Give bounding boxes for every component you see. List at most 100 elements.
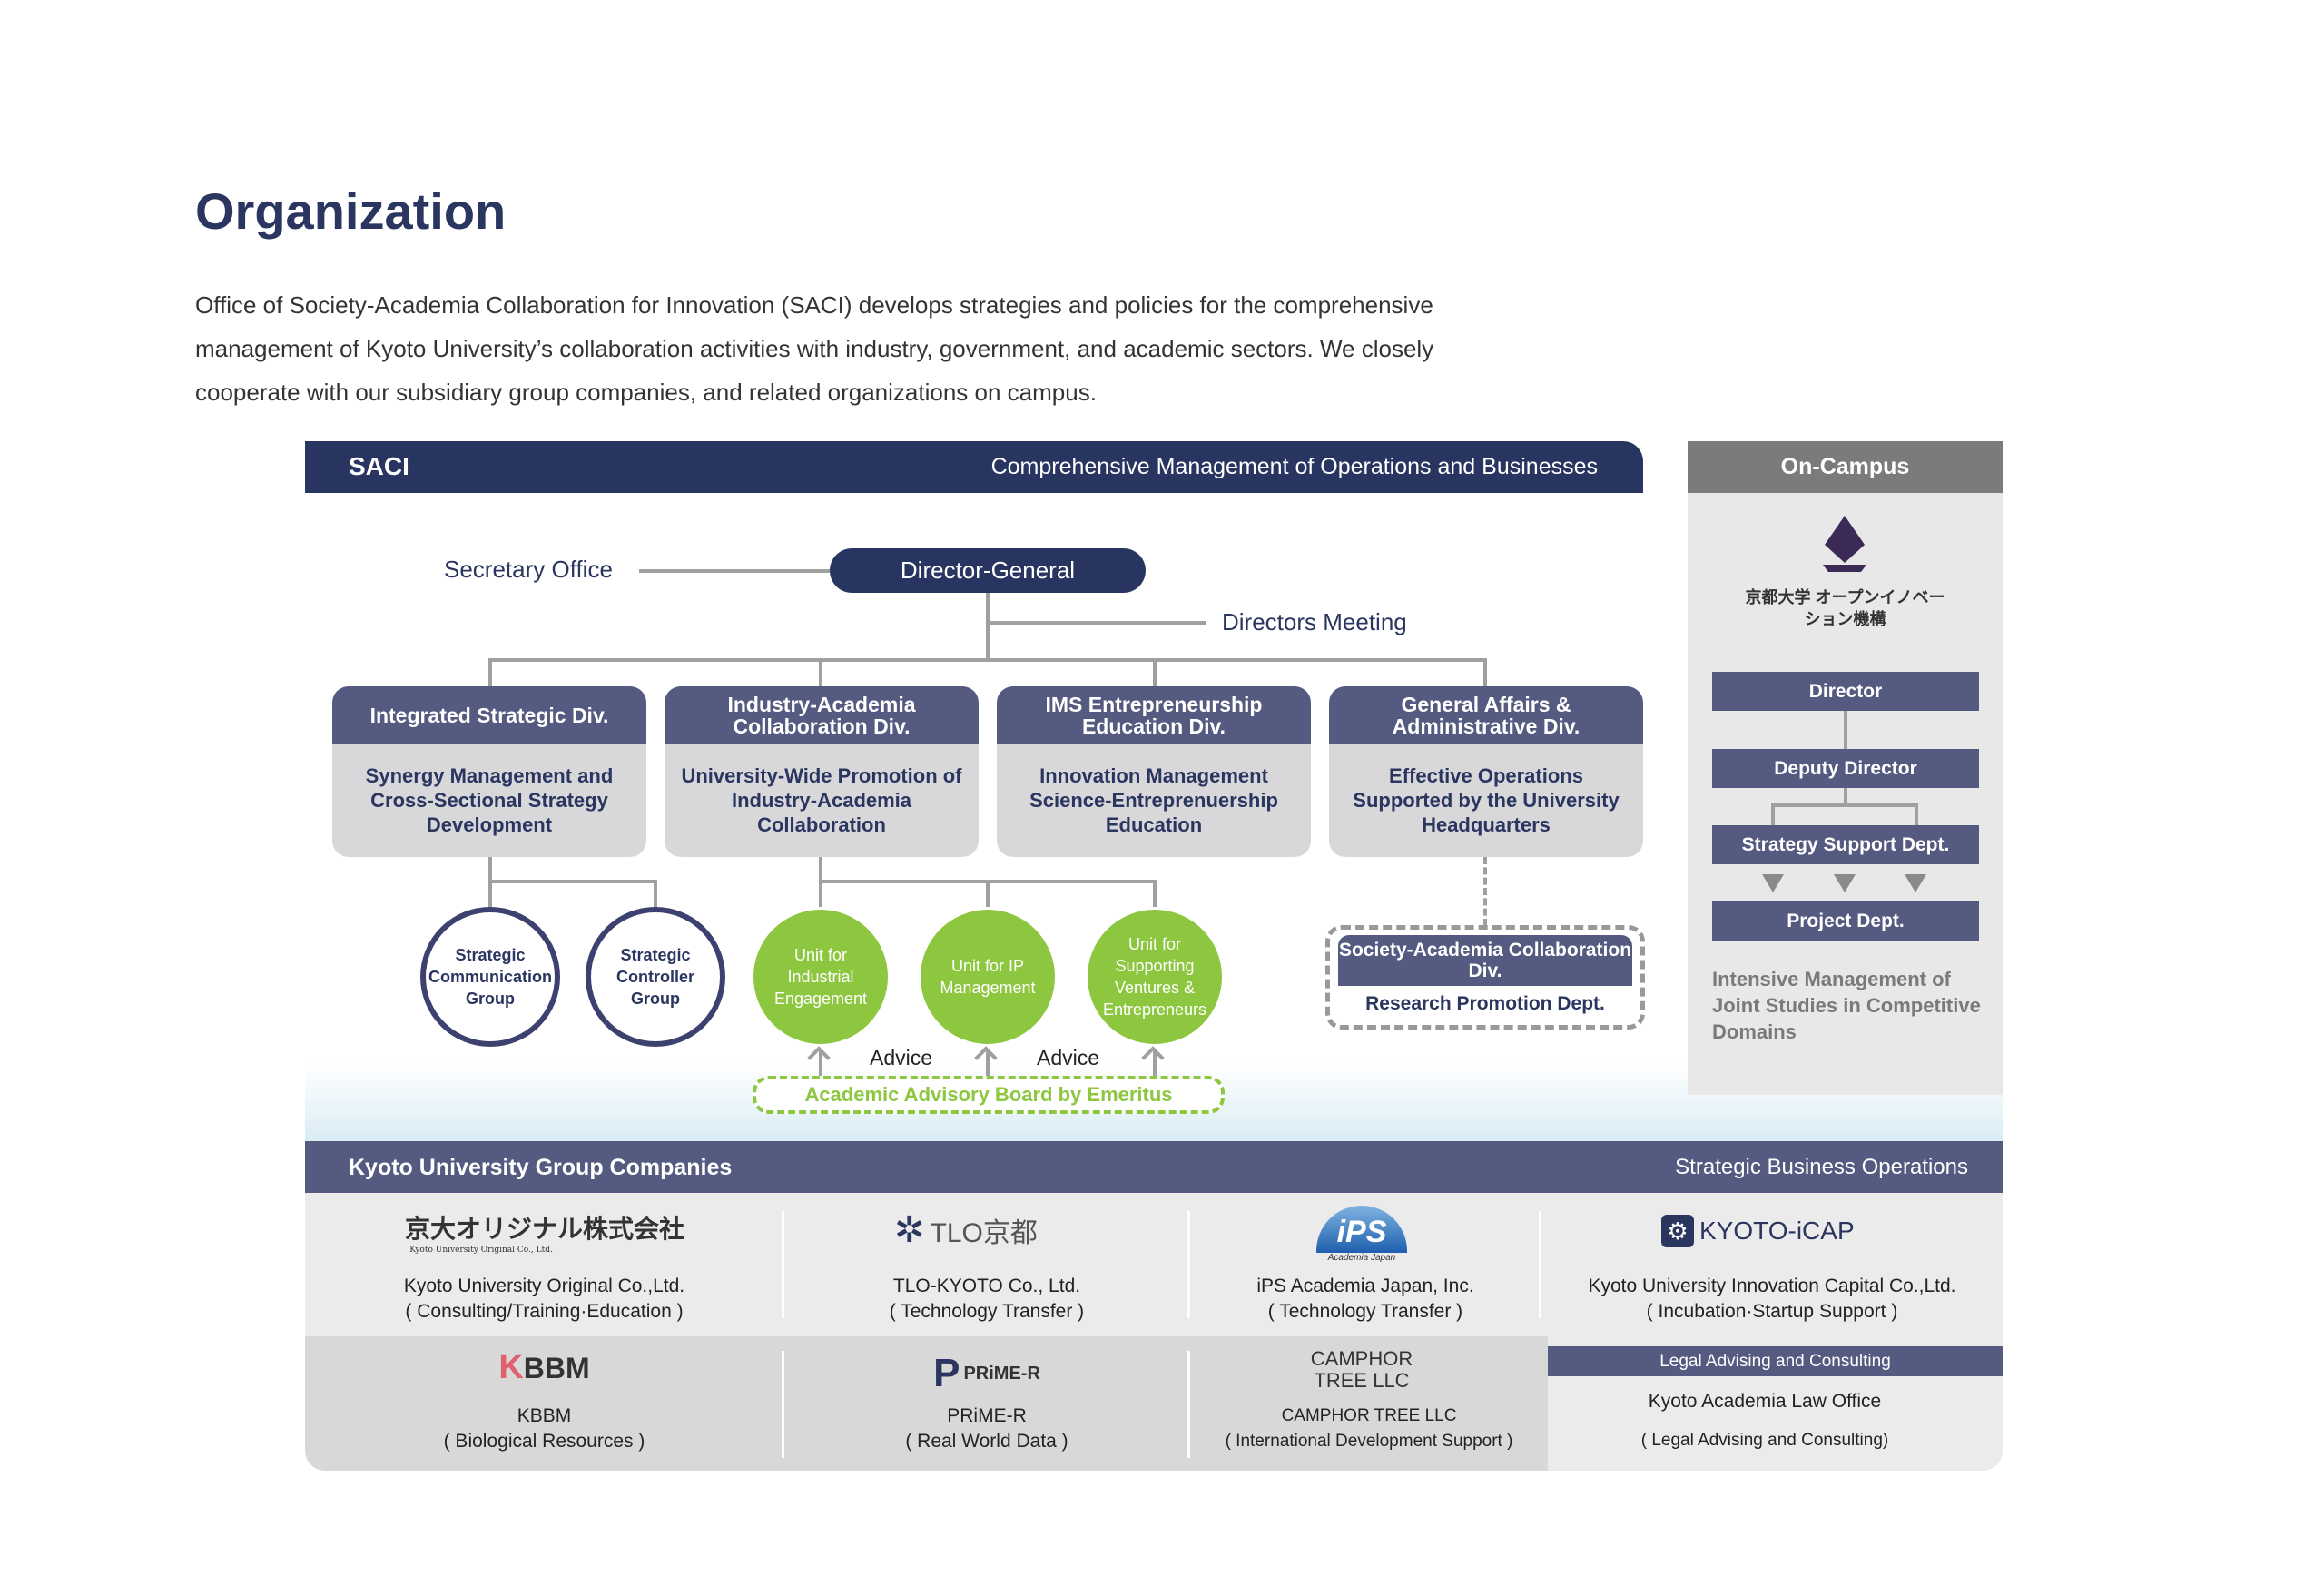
arrow-up-icon [1153, 1051, 1157, 1077]
research-dept: Research Promotion Dept. [1365, 993, 1605, 1014]
icap-gear-icon: ⚙ [1661, 1215, 1694, 1247]
companies-row [305, 1193, 2003, 1336]
logo-text: 京大オリジナル株式会社 [404, 1214, 684, 1244]
company-role: ( International Development Support ) [1225, 1432, 1513, 1451]
group-subtitle: Strategic Business Operations [1675, 1155, 1968, 1179]
saci-label: SACI [349, 452, 409, 480]
company-role: ( Incubation·Startup Support ) [1646, 1301, 1898, 1322]
company-name: TLO-KYOTO Co., Ltd. [892, 1276, 1081, 1296]
division-card: Industry-Academia Collaboration Div. Uni… [665, 686, 979, 857]
company-name: Kyoto University Innovation Capital Co.,… [1588, 1276, 1956, 1296]
company-info: Kyoto University Original Co.,Ltd. ( Cons… [305, 1274, 783, 1325]
company-name: KBBM [517, 1405, 572, 1426]
company-logo: ✲TLO京都 [894, 1209, 1076, 1251]
advice-label: Advice [1037, 1046, 1100, 1069]
logo-text: iPS [1316, 1206, 1407, 1253]
company-info: KBBM ( Biological Resources ) [305, 1404, 783, 1454]
director-box: Director [1712, 672, 1979, 711]
company-name: CAMPHOR TREE LLC [1281, 1406, 1457, 1425]
on-campus-panel: On-Campus 京都大学 オープンイノベーション機構 Director De… [1688, 441, 2003, 1095]
tlo-star-icon: ✲ [894, 1210, 925, 1250]
on-campus-logo-text: 京都大学 オープンイノベーション機構 [1745, 588, 1945, 628]
arrow-down-icon [1762, 874, 1784, 892]
dotted-connector [1483, 857, 1487, 926]
company-name: PRiME-R [947, 1405, 1027, 1426]
division-name: Integrated Strategic Div. [332, 686, 646, 744]
division-desc: Effective Operations Supported by the Un… [1353, 764, 1620, 836]
arrow-up-icon [986, 1051, 990, 1077]
strategy-support-box: Strategy Support Dept. [1712, 825, 1979, 864]
company-logo: 京大オリジナル株式会社 Kyoto University Original Co… [345, 1209, 744, 1255]
connector [986, 880, 990, 908]
arrow-down-icon [1905, 874, 1926, 892]
company-info: TLO-KYOTO Co., Ltd. ( Technology Transfer… [784, 1274, 1189, 1325]
group-circle: Strategic Controller Group [586, 907, 725, 1047]
company-name: iPS Academia Japan, Inc. [1256, 1276, 1474, 1296]
company-info: CAMPHOR TREE LLC ( International Developm… [1190, 1404, 1548, 1454]
division-name: IMS Entrepreneurship Education Div. [997, 686, 1311, 744]
company-logo: CAMPHOR TREE LLC [1310, 1347, 1413, 1392]
company-logo: KBBM [498, 1348, 590, 1386]
unit-circle: Unit for IP Management [918, 907, 1058, 1047]
advisory-board: Academic Advisory Board by Emeritus [753, 1076, 1225, 1114]
page-title: Organization [195, 182, 507, 240]
connector [488, 880, 657, 883]
kyoto-logo-icon [1823, 516, 1866, 572]
on-campus-title: On-Campus [1688, 441, 2003, 493]
intro-paragraph: Office of Society-Academia Collaboration… [195, 291, 1434, 406]
division-card: General Affairs & Administrative Div. Ef… [1329, 686, 1643, 857]
company-role: ( Biological Resources ) [443, 1431, 645, 1452]
society-div: Society-Academia Collaboration Div. [1338, 935, 1632, 986]
logo-text: KYOTO-iCAP [1699, 1217, 1855, 1245]
company-role: ( Technology Transfer ) [1267, 1301, 1463, 1322]
division-card: Integrated Strategic Div. Synergy Manage… [332, 686, 646, 857]
saci-subtitle: Comprehensive Management of Operations a… [990, 454, 1598, 479]
deputy-director-box: Deputy Director [1712, 749, 1979, 788]
connector [654, 880, 657, 908]
society-academia-box: Society-Academia Collaboration Div. Rese… [1325, 925, 1645, 1030]
logo-text: PRiME-R [963, 1363, 1040, 1384]
legal-panel: Legal Advising and Consulting Kyoto Acad… [1548, 1336, 2003, 1471]
legal-role: ( Legal Advising and Consulting) [1640, 1431, 1889, 1450]
legal-header: Legal Advising and Consulting [1548, 1346, 2003, 1376]
connector [819, 658, 822, 687]
company-logo: iPS Academia Japan [1289, 1206, 1434, 1263]
legal-name: Kyoto Academia Law Office [1648, 1391, 1882, 1412]
logo-subtext: Academia Japan [1327, 1253, 1396, 1263]
division-desc: University-Wide Promotion of Industry-Ac… [681, 764, 962, 836]
directors-meeting: Directors Meeting [1222, 608, 1407, 635]
director-general: Director-General [830, 548, 1146, 593]
unit-circle: Unit for Industrial Engagement [751, 907, 891, 1047]
company-role: ( Technology Transfer ) [889, 1301, 1085, 1322]
unit-circle: Unit for Supporting Ventures & Entrepren… [1085, 907, 1225, 1047]
connector [1483, 658, 1487, 687]
logo-subtext: Kyoto University Original Co., Ltd. [409, 1246, 553, 1255]
on-campus-desc: Intensive Management of Joint Studies in… [1712, 968, 1981, 1043]
arrow-down-icon [1834, 874, 1856, 892]
logo-text: TLO京都 [930, 1218, 1038, 1248]
company-role: ( Consulting/Training·Education ) [405, 1301, 684, 1322]
secretary-office: Secretary Office [444, 556, 613, 583]
connector [488, 658, 1487, 662]
group-title: Kyoto University Group Companies [349, 1155, 733, 1180]
company-info: PRiME-R( Real World Data ) [784, 1404, 1189, 1454]
connector [988, 621, 1206, 625]
saci-header: SACI Comprehensive Management of Operati… [305, 441, 1643, 493]
division-name: Industry-Academia Collaboration Div. [665, 686, 979, 744]
company-logo: ⚙ KYOTO-iCAP [1661, 1215, 1879, 1247]
project-dept-box: Project Dept. [1712, 901, 1979, 941]
division-card: IMS Entrepreneurship Education Div. Inno… [997, 686, 1311, 857]
division-name: General Affairs & Administrative Div. [1329, 686, 1643, 744]
connector [639, 569, 830, 573]
company-info: iPS Academia Japan, Inc. ( Technology Tra… [1190, 1274, 1541, 1325]
company-info: Kyoto University Innovation Capital Co.,… [1541, 1274, 2003, 1325]
connector [1153, 880, 1157, 908]
division-desc: Innovation Management Science-Entreprenu… [1029, 764, 1278, 836]
advice-label: Advice [870, 1046, 933, 1069]
division-desc: Synergy Management and Cross-Sectional S… [365, 764, 614, 836]
connector [986, 593, 990, 662]
companies-row [305, 1336, 1548, 1471]
group-companies-header: Kyoto University Group Companies Strateg… [305, 1141, 2003, 1193]
company-name: Kyoto University Original Co.,Ltd. [403, 1276, 685, 1296]
